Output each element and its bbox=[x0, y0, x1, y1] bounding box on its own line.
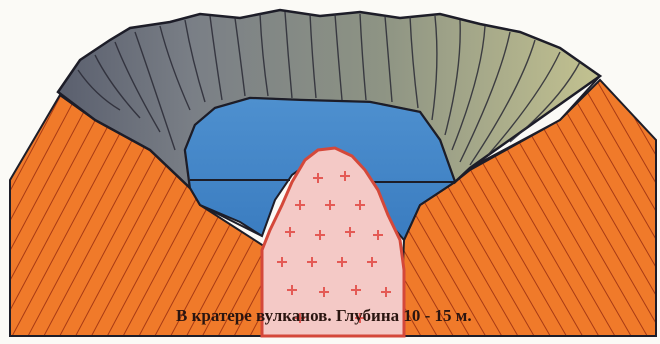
illustration-caption: В кратере вулканов. Глубина 10 - 15 м. bbox=[176, 306, 472, 325]
